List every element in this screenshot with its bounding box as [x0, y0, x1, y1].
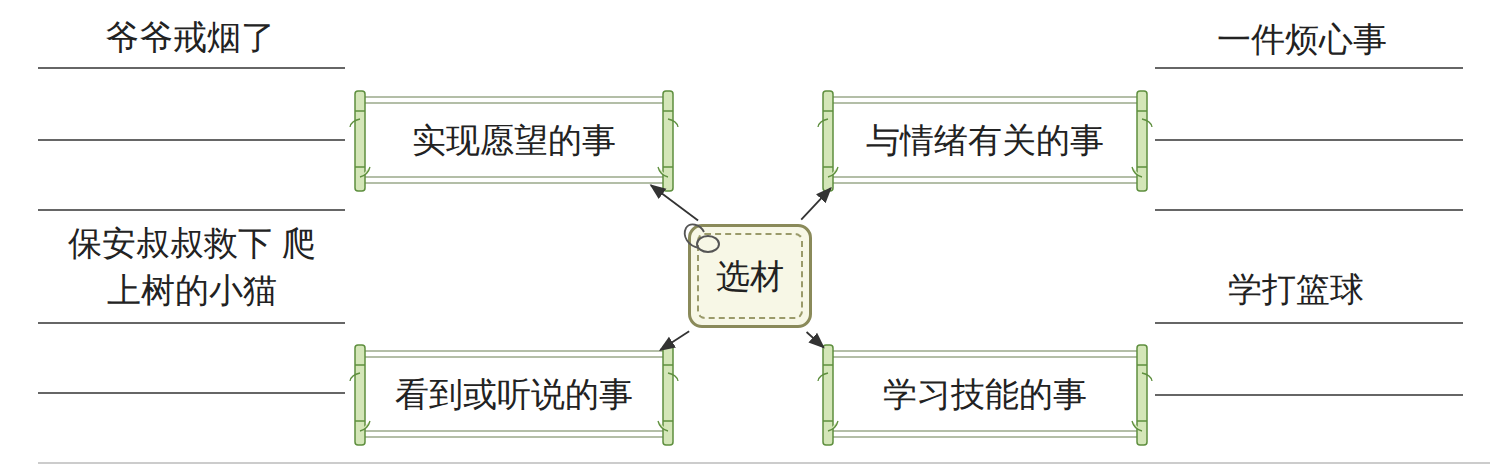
bottom-rule	[38, 462, 1490, 464]
arrow-connector	[807, 332, 824, 347]
topic-text: 选材	[716, 256, 784, 297]
bamboo-frame	[350, 91, 678, 191]
arrow-connector	[801, 188, 831, 220]
example-topic: 一件烦心事	[1152, 16, 1452, 63]
category-text: 实现愿望的事	[412, 120, 616, 161]
bamboo-frame	[818, 91, 1152, 191]
arrow-connector	[651, 185, 698, 220]
example-topic: 爷爷戒烟了	[40, 14, 340, 61]
example-topic: 学打篮球	[1146, 266, 1446, 313]
scroll-banner: 与情绪有关的事	[840, 108, 1130, 172]
bamboo-frame	[818, 345, 1152, 445]
category-text: 看到或听说的事	[395, 374, 633, 415]
writing-lines	[38, 68, 1463, 395]
category-text: 学习技能的事	[883, 374, 1087, 415]
scroll-banner: 实现愿望的事	[372, 108, 656, 172]
arrow-connector	[660, 331, 689, 350]
scroll-banner: 看到或听说的事	[372, 362, 656, 426]
scroll-banner: 学习技能的事	[840, 362, 1130, 426]
center-topic-box: 选材	[688, 224, 812, 328]
bamboo-frames	[350, 91, 1152, 445]
bamboo-frame	[350, 345, 678, 445]
example-topic: 保安叔叔救下 爬上树的小猫	[62, 220, 322, 314]
category-text: 与情绪有关的事	[866, 120, 1104, 161]
